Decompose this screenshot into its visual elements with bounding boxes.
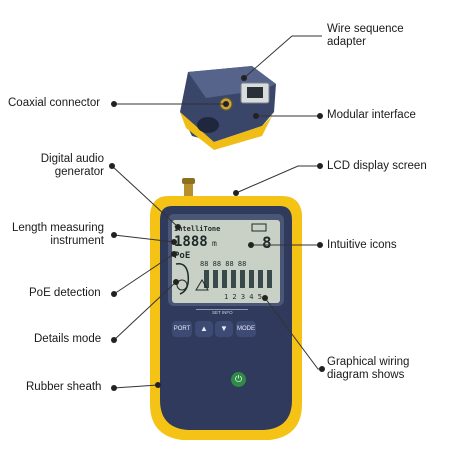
details-mode-label: Details mode (34, 333, 102, 345)
down-button[interactable]: ▼ (215, 321, 233, 337)
wire-sequence-adapter-label: Wire sequence adapter (327, 23, 404, 48)
battery-icon (251, 223, 267, 232)
graphical-wiring-diagram-label: Graphical wiring diagram shows (327, 356, 410, 381)
big-digit: 8 (262, 233, 272, 252)
leader-lines (111, 35, 322, 389)
coaxial-connector-label: Coaxial connector (8, 97, 101, 109)
length-measuring-instrument-label: Length measuring instrument (11, 222, 104, 247)
port-button[interactable]: PORT (172, 321, 192, 337)
digital-audio-generator-label: Digital audio generator (40, 153, 104, 178)
mode-button[interactable]: MODE (236, 321, 256, 337)
details-mode-icon (175, 262, 190, 295)
wire-map-bars (204, 270, 272, 288)
poe-indicator: PoE (174, 251, 190, 261)
length-unit: m (212, 239, 217, 248)
screen-brand: IntelliTone (174, 225, 220, 233)
leader-dots (109, 75, 325, 391)
wire-sequence-adapter (180, 66, 276, 150)
keypad: SET INFO (196, 309, 248, 315)
power-button[interactable]: ⏻ (231, 372, 246, 387)
lcd-content: IntelliTone 1888 m PoE 8 88 88 88 88 1 2… (174, 223, 272, 301)
wire-map-digits: 88 88 88 88 (200, 260, 246, 268)
rubber-sheath-label: Rubber sheath (26, 381, 102, 393)
length-readout: 1888 (174, 234, 208, 250)
intuitive-icons-label: Intuitive icons (327, 239, 397, 251)
warning-icon (195, 279, 209, 291)
pin-numbers: 1 2 3 4 5 (224, 293, 262, 301)
poe-detection-label: PoE detection (29, 287, 101, 299)
lcd-display-screen-label: LCD display screen (327, 160, 427, 172)
panel-marker: SET INFO (212, 310, 233, 315)
modular-interface-label: Modular interface (327, 109, 416, 121)
up-button[interactable]: ▲ (195, 321, 213, 337)
